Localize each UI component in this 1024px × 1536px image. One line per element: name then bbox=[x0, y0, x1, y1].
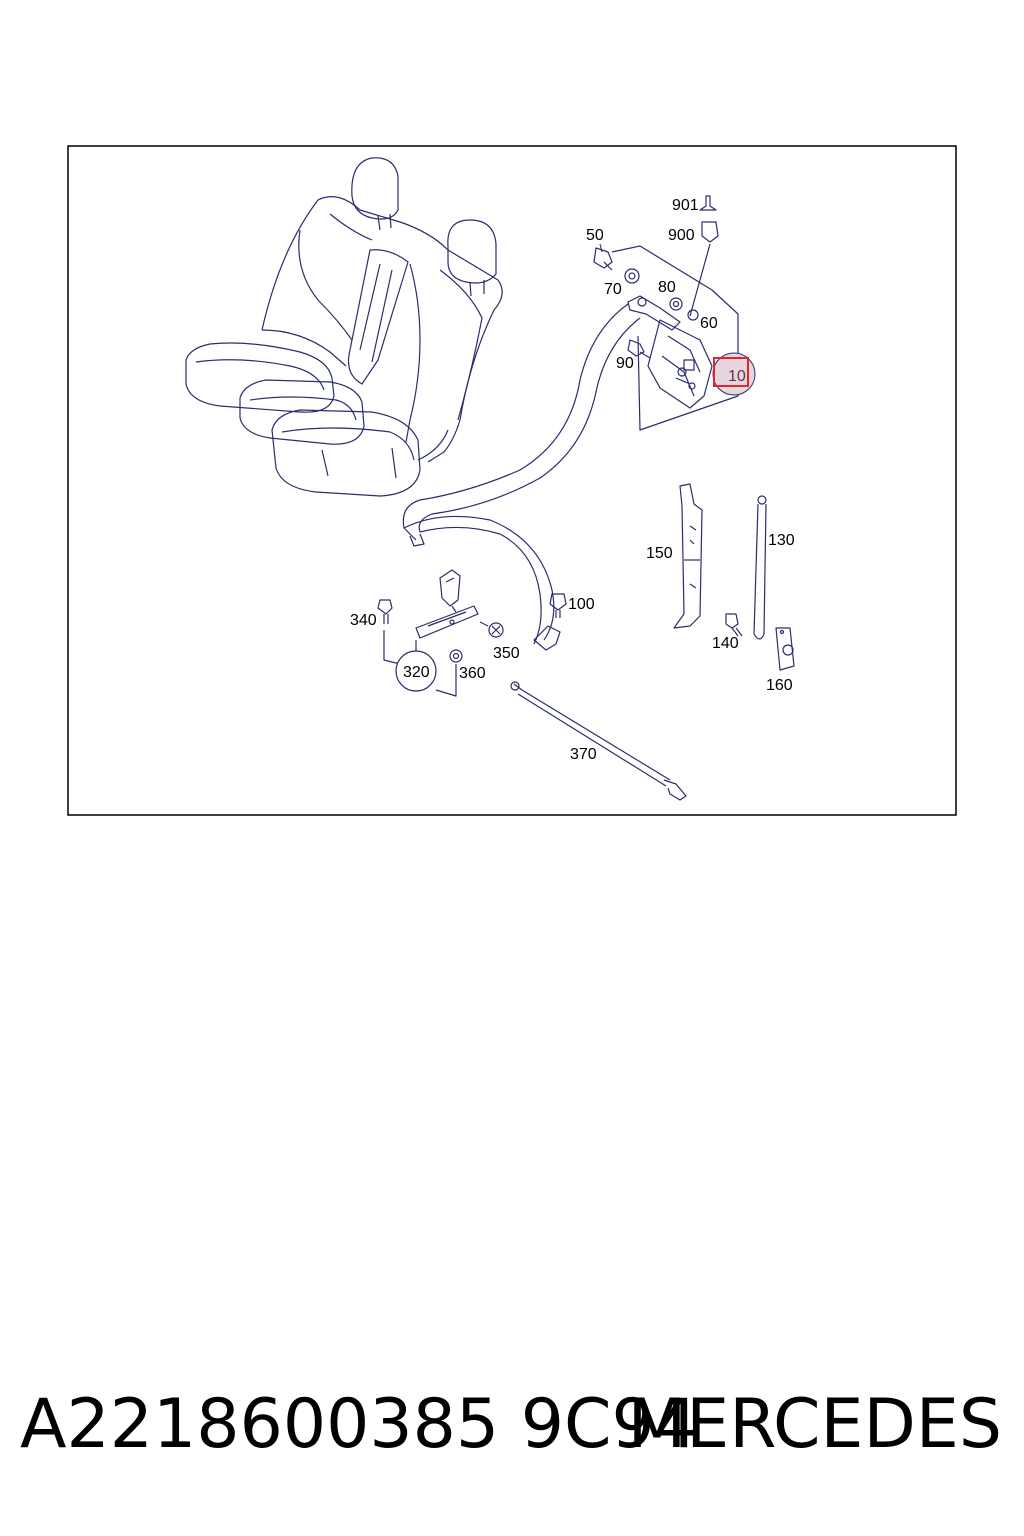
callout-labels: 901 900 50 70 80 60 90 10 100 150 130 14… bbox=[350, 197, 795, 763]
part-number: A2218600385 9C94 bbox=[20, 1385, 699, 1464]
buckle-assembly bbox=[377, 569, 504, 697]
callout-130: 130 bbox=[768, 532, 795, 549]
leader-lines bbox=[599, 243, 603, 253]
rear-seat-illustration bbox=[185, 157, 503, 497]
callout-901: 901 bbox=[672, 197, 699, 214]
seat-belt-strap bbox=[402, 303, 641, 651]
callout-360: 360 bbox=[459, 665, 486, 682]
callout-90: 90 bbox=[616, 355, 634, 372]
callout-320: 320 bbox=[403, 664, 430, 681]
brand-name: MERCEDES bbox=[627, 1385, 1002, 1464]
callout-900: 900 bbox=[668, 227, 695, 244]
callout-340: 340 bbox=[350, 612, 377, 629]
callout-350: 350 bbox=[493, 645, 520, 662]
callout-160: 160 bbox=[766, 677, 793, 694]
cable-370 bbox=[510, 681, 687, 801]
callout-60: 60 bbox=[700, 315, 718, 332]
callout-140: 140 bbox=[712, 635, 739, 652]
callout-100: 100 bbox=[568, 596, 595, 613]
callout-70: 70 bbox=[604, 281, 622, 298]
diagram-frame bbox=[67, 145, 957, 816]
parts-diagram: 901 900 50 70 80 60 90 10 100 150 130 14… bbox=[67, 145, 957, 816]
callout-370: 370 bbox=[570, 746, 597, 763]
callout-150: 150 bbox=[646, 545, 673, 562]
retractor-assembly bbox=[593, 195, 739, 431]
footer: A2218600385 9C94 MERCEDES bbox=[0, 1370, 1024, 1480]
highlight-part-10[interactable] bbox=[712, 352, 756, 396]
callout-80: 80 bbox=[658, 279, 676, 296]
pillar-parts bbox=[673, 483, 795, 671]
callout-10: 10 bbox=[728, 368, 746, 385]
callout-50: 50 bbox=[586, 227, 604, 244]
